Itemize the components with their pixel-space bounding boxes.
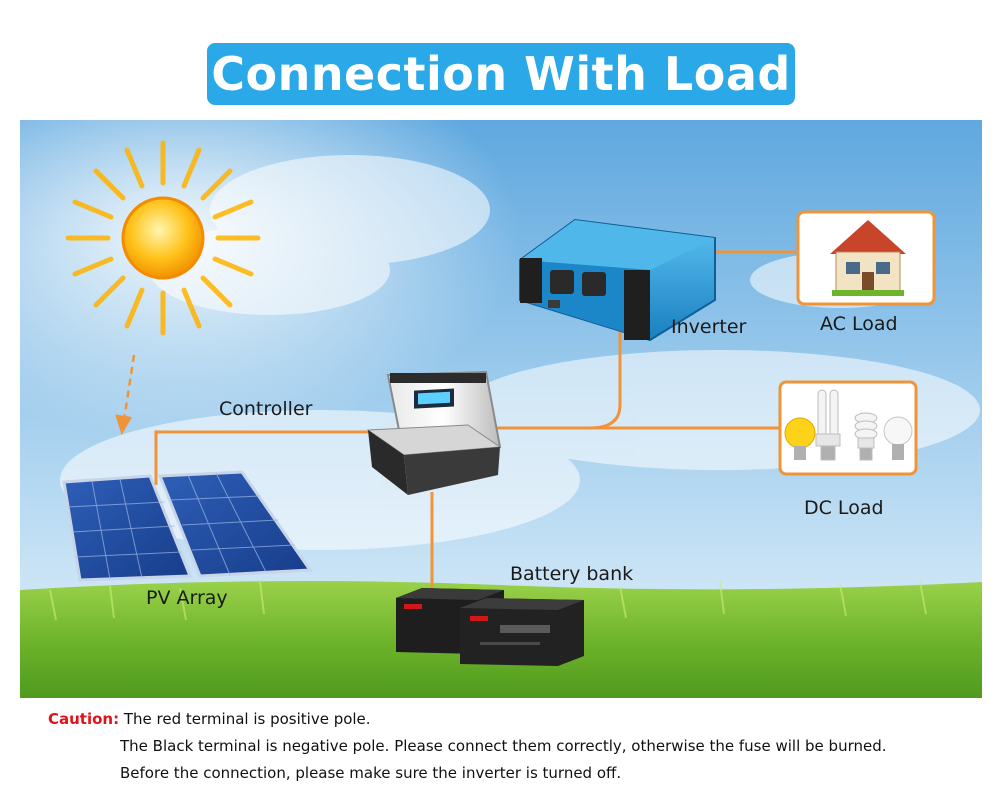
white-bulb-icon: [883, 416, 913, 460]
sun-icon: [65, 140, 261, 336]
ac-load-box: [796, 210, 936, 306]
controller-device: [366, 370, 502, 495]
spiral-bulb-icon: [854, 412, 878, 461]
scene-illustration: [20, 120, 982, 698]
battery-front: [460, 598, 584, 666]
wires: [154, 250, 796, 590]
diagram-scene: Inverter AC Load Controller DC Load Batt…: [20, 120, 982, 698]
caution-line-1: Caution: The red terminal is positive po…: [48, 706, 887, 733]
pv-array-panels: [62, 470, 313, 582]
dc-load-label: DC Load: [804, 497, 884, 519]
title-banner: Connection With Load: [207, 43, 795, 105]
sunlight-arrow: [115, 354, 136, 436]
yellow-bulb-icon: [784, 417, 816, 460]
caution-line-2: The Black terminal is negative pole. Ple…: [120, 737, 887, 755]
tube-bulb-icon: [815, 389, 841, 461]
page-title: Connection With Load: [211, 47, 791, 101]
caution-text-1: The red terminal is positive pole.: [123, 710, 371, 728]
pv-array-label: PV Array: [146, 587, 228, 609]
controller-label: Controller: [219, 398, 313, 420]
battery-bank-label: Battery bank: [510, 563, 634, 585]
ac-load-label: AC Load: [820, 313, 898, 335]
inverter-device: [519, 218, 716, 342]
caution-line-3: Before the connection, please make sure …: [120, 764, 622, 782]
house-icon: [830, 220, 906, 296]
caution-heading: Caution:: [48, 710, 120, 728]
caution-notes: Caution: The red terminal is positive po…: [48, 706, 887, 787]
dc-load-box: [778, 380, 918, 476]
inverter-label: Inverter: [671, 316, 747, 338]
battery-bank: [396, 588, 584, 666]
